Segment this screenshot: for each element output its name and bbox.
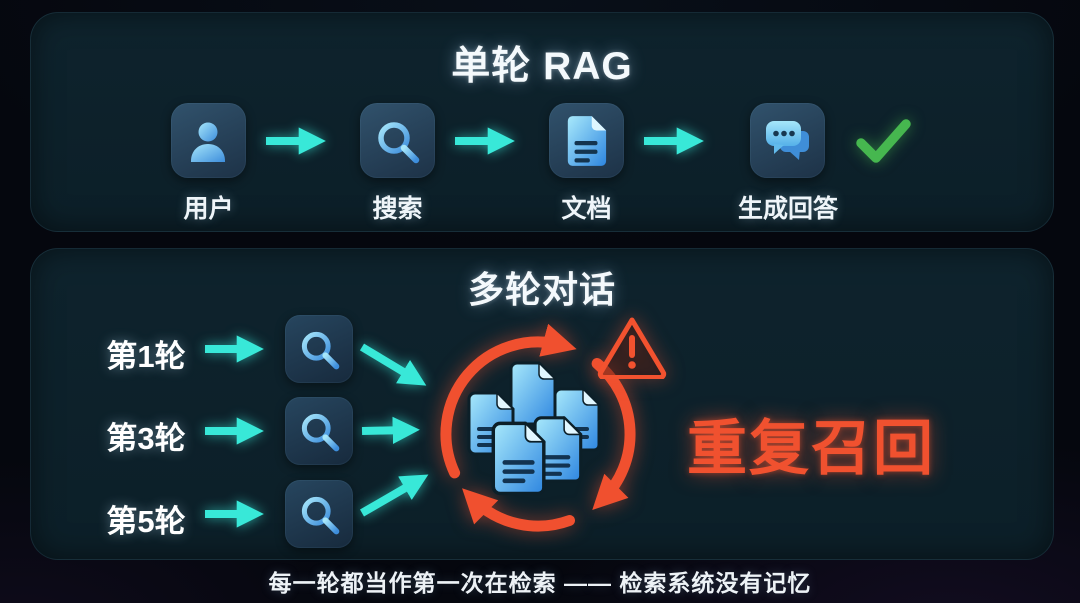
- user-icon: [170, 103, 246, 178]
- search-icon: [285, 397, 353, 465]
- flow-step-answer: 生成回答: [738, 103, 838, 225]
- single-turn-panel: 单轮 RAG 用户: [30, 12, 1054, 232]
- single-turn-title: 单轮 RAG: [451, 45, 633, 88]
- step-label: 文档: [561, 195, 612, 223]
- step-label: 生成回答: [737, 195, 838, 223]
- step-label: 搜索: [372, 195, 423, 223]
- connector-arrows: [205, 335, 429, 528]
- arrow-right-icon: [452, 103, 532, 178]
- search-icon: [285, 315, 353, 383]
- round-label-5: 第5轮: [106, 504, 186, 539]
- document-icon: [491, 421, 546, 496]
- chat-bubbles-icon: [750, 103, 826, 178]
- document-icon: [548, 103, 624, 178]
- flow-step-user: 用户: [170, 103, 246, 225]
- flow-step-document: 文档: [548, 103, 624, 225]
- step-label: 用户: [183, 195, 234, 223]
- round-label-1: 第1轮: [106, 339, 186, 374]
- document-stack-icon: [465, 361, 615, 511]
- flow-step-search: 搜索: [359, 103, 435, 225]
- single-turn-flow: 用户 搜索: [31, 103, 1053, 225]
- arrow-right-icon: [263, 103, 343, 178]
- repeat-recall-label: 重复召回: [687, 415, 935, 482]
- warning-triangle-icon: [597, 317, 667, 379]
- arrow-right-icon: [641, 103, 721, 178]
- check-icon: [855, 103, 913, 178]
- multi-turn-panel: 多轮对话 第1轮 第3轮 第5轮: [30, 248, 1054, 560]
- footer-caption: 每一轮都当作第一次在检索 —— 检索系统没有记忆: [268, 570, 812, 596]
- round-label-3: 第3轮: [106, 421, 186, 456]
- search-icon: [359, 103, 435, 178]
- multi-turn-title: 多轮对话: [467, 269, 616, 310]
- search-icon: [285, 480, 353, 548]
